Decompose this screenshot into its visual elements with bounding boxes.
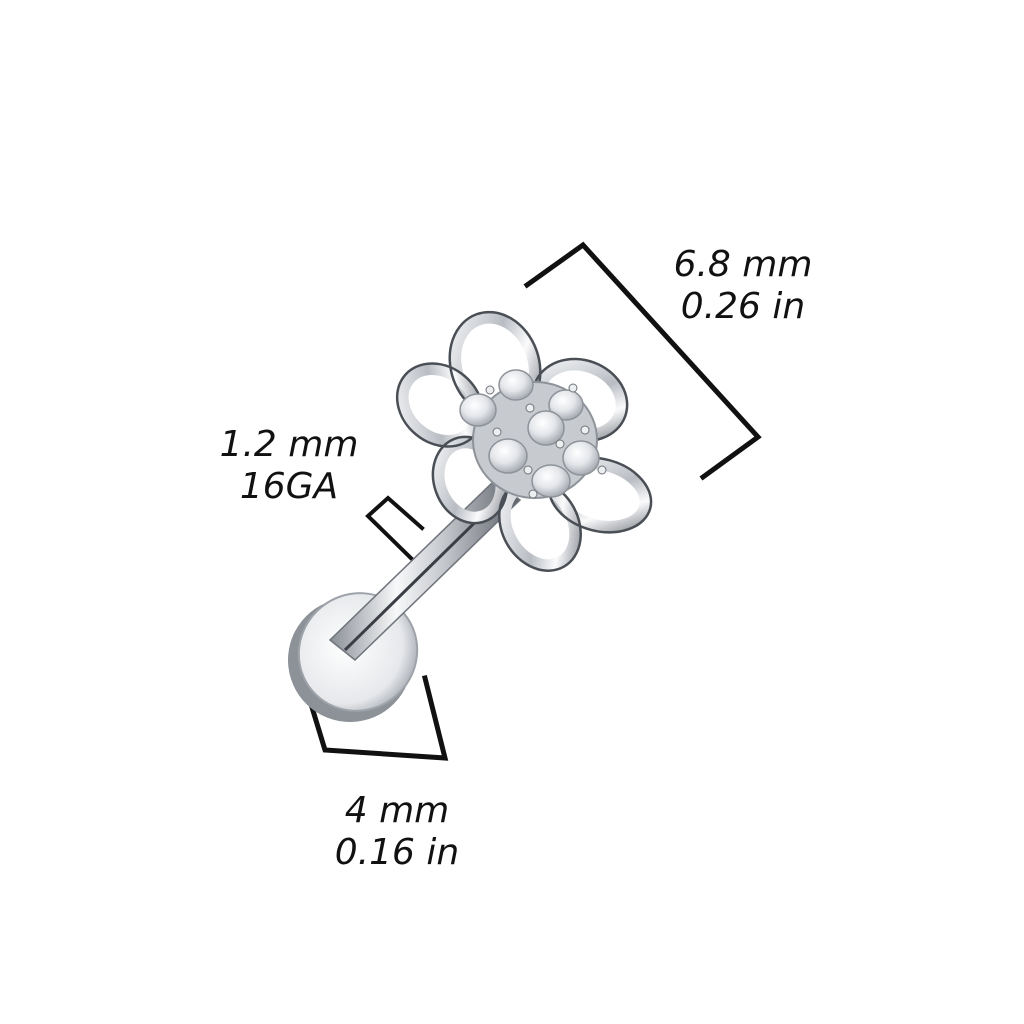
disc-size-imperial: 0.16 in xyxy=(334,832,460,873)
crystal xyxy=(531,464,571,498)
top-dimension-bracket xyxy=(523,241,762,481)
crystal-center xyxy=(527,410,565,446)
gauge-label: 1.2 mm 16GA xyxy=(214,424,364,508)
prong-beads xyxy=(485,383,607,499)
top-size-label: 6.8 mm 0.26 in xyxy=(668,244,818,328)
gauge-dimension-bracket xyxy=(365,495,425,568)
disc-size-metric: 4 mm xyxy=(344,790,450,831)
crystals xyxy=(459,369,600,498)
crystal xyxy=(548,389,584,421)
crystal xyxy=(562,440,600,476)
top-size-metric: 6.8 mm xyxy=(673,244,813,285)
top-size-imperial: 0.26 in xyxy=(680,286,806,327)
petal-loop xyxy=(397,363,483,447)
crystal xyxy=(498,369,534,401)
gauge-metric: 1.2 mm xyxy=(219,424,359,465)
crystal xyxy=(488,438,528,474)
gauge-value: 16GA xyxy=(239,466,339,507)
crystal xyxy=(459,393,497,427)
disc-size-label: 4 mm 0.16 in xyxy=(322,790,472,874)
